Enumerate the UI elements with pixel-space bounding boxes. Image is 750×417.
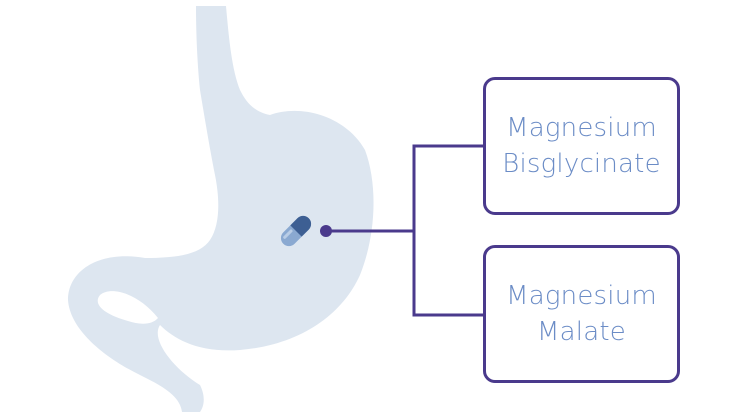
option-line-1: Magnesium — [506, 281, 657, 311]
stomach-icon — [68, 6, 374, 412]
option-line-1: Magnesium — [506, 113, 657, 143]
option-box-bisglycinate: Magnesium Bisglycinate — [483, 77, 680, 215]
option-line-2: Malate — [537, 317, 626, 347]
connector-lines — [324, 144, 486, 317]
capsule-icon — [280, 215, 312, 247]
option-box-malate: Magnesium Malate — [483, 245, 680, 383]
option-line-2: Bisglycinate — [502, 149, 661, 179]
